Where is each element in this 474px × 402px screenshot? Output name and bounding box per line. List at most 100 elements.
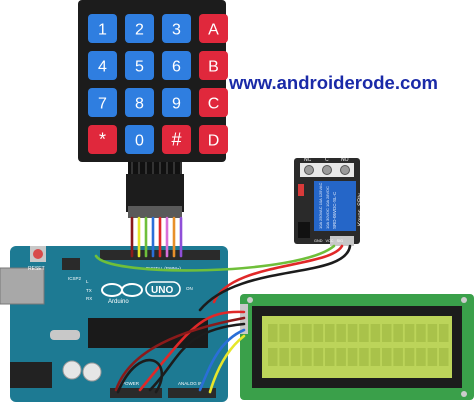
lcd-cell xyxy=(290,348,301,366)
lcd-cell xyxy=(279,348,289,366)
keypad-key-3 xyxy=(162,14,191,43)
relay-pin-no: NO xyxy=(341,157,349,163)
lcd-cell xyxy=(370,324,381,342)
lcd-cell xyxy=(313,348,324,366)
icsp2-header xyxy=(62,258,80,270)
keypad-key-c xyxy=(199,88,228,117)
relay-pin-c: C xyxy=(325,157,329,163)
crystal xyxy=(50,330,80,340)
wire-lcd-dark xyxy=(114,316,246,392)
lcd-cell xyxy=(427,348,438,366)
relay-screw-1 xyxy=(304,165,314,175)
keypad-key-8 xyxy=(125,88,154,117)
relay-pin-header xyxy=(330,236,354,246)
keypad-key-b xyxy=(199,51,228,80)
analog-label: ANALOG IN xyxy=(178,381,203,386)
lcd-cell xyxy=(268,348,278,366)
lcd-cell xyxy=(302,348,312,366)
keypad-key-label: C xyxy=(208,96,220,113)
capacitor-1 xyxy=(62,360,82,380)
keypad-key-label: 9 xyxy=(172,96,181,113)
lcd-cell xyxy=(439,324,449,342)
keypad-key-label: D xyxy=(208,133,220,150)
lcd-cell xyxy=(325,348,335,366)
capacitor-2 xyxy=(82,362,102,382)
led-tx-label: TX xyxy=(86,288,92,293)
arduino-brand: Arduino xyxy=(108,299,129,305)
arduino-model: UNO xyxy=(151,285,173,296)
keypad-key-5 xyxy=(125,51,154,80)
lcd-cell xyxy=(382,348,392,366)
led-rx-label: RX xyxy=(86,296,92,301)
icsp2-label: ICSP2 xyxy=(68,276,82,281)
wire-relay-signal xyxy=(94,244,336,272)
lcd-cell xyxy=(325,324,335,342)
wires xyxy=(94,216,352,394)
power-header xyxy=(110,388,162,398)
lcd-cell xyxy=(290,324,301,342)
relay-module: NC C NO 10A 250VAC 10A 125VAC 10A 30VDC … xyxy=(294,157,364,246)
relay-label: Keyes_SRly xyxy=(358,193,364,226)
relay-screw-3 xyxy=(340,165,350,175)
lcd-cell xyxy=(359,324,369,342)
wire-lcd-yellow xyxy=(208,334,246,394)
lcd-module xyxy=(240,294,474,400)
lcd-cell xyxy=(393,348,403,366)
relay-pin-labels: GND VCC SIG xyxy=(314,239,343,243)
lcd-character-cells xyxy=(268,324,449,366)
keypad-key-label: 3 xyxy=(172,22,181,39)
on-led-label: ON xyxy=(186,286,193,291)
keypad-ribbon xyxy=(128,162,182,174)
svg-text:Keyes_SRly: Keyes_SRly xyxy=(358,193,364,226)
reset-label: RESET xyxy=(28,266,45,272)
keypad-key-label: 7 xyxy=(98,96,107,113)
relay-led xyxy=(298,184,304,196)
reset-button-cap xyxy=(33,249,43,259)
wire-lcd-gnd-loop xyxy=(116,358,163,394)
keypad-key-d xyxy=(199,125,228,154)
lcd-cell xyxy=(427,324,438,342)
relay-coil-box xyxy=(314,181,356,231)
keypad-key-label: * xyxy=(99,130,106,150)
lcd-cell xyxy=(439,348,449,366)
power-jack xyxy=(10,362,52,388)
keypad-key-label: 8 xyxy=(135,96,144,113)
keypad-key-1 xyxy=(88,14,117,43)
wire-lcd-red xyxy=(138,310,246,392)
keypad-key-label: 5 xyxy=(135,59,144,76)
keypad-key-hash xyxy=(162,125,191,154)
relay-spec-text: 10A 250VAC 10A 125VAC 10A 30VDC 10A 28VD… xyxy=(318,183,337,229)
lcd-cell xyxy=(393,324,403,342)
lcd-cell xyxy=(279,324,289,342)
led-l-label: L xyxy=(86,279,89,284)
keypad-key-label: # xyxy=(171,130,181,150)
wire-relay-vcc xyxy=(212,244,344,304)
lcd-cell xyxy=(404,348,415,366)
relay-screw-2 xyxy=(322,165,332,175)
lcd-cell xyxy=(416,324,426,342)
keypad-key-label: B xyxy=(208,59,219,76)
wire-lcd-black xyxy=(148,322,246,392)
keypad-connector xyxy=(126,174,184,212)
analog-header xyxy=(168,388,216,398)
lcd-cell xyxy=(336,348,346,366)
svg-text:10A 30VDC 10A 28VDC: 10A 30VDC 10A 28VDC xyxy=(325,186,330,229)
keypad-key-a xyxy=(199,14,228,43)
keypad-key-4 xyxy=(88,51,117,80)
lcd-cell xyxy=(359,348,369,366)
lcd-cell xyxy=(404,324,415,342)
keypad-key-label: 2 xyxy=(135,22,144,39)
keypad-key-9 xyxy=(162,88,191,117)
lcd-cell xyxy=(268,324,278,342)
lcd-cell xyxy=(382,324,392,342)
lcd-cell xyxy=(370,348,381,366)
keypad-key-label: A xyxy=(208,22,219,39)
keypad-key-star xyxy=(88,125,117,154)
lcd-cell xyxy=(347,348,358,366)
ribbon-lines xyxy=(131,162,182,174)
svg-text:SRD-05VDC-SL-C: SRD-05VDC-SL-C xyxy=(332,191,337,229)
lcd-cell xyxy=(302,324,312,342)
lcd-cell xyxy=(416,348,426,366)
